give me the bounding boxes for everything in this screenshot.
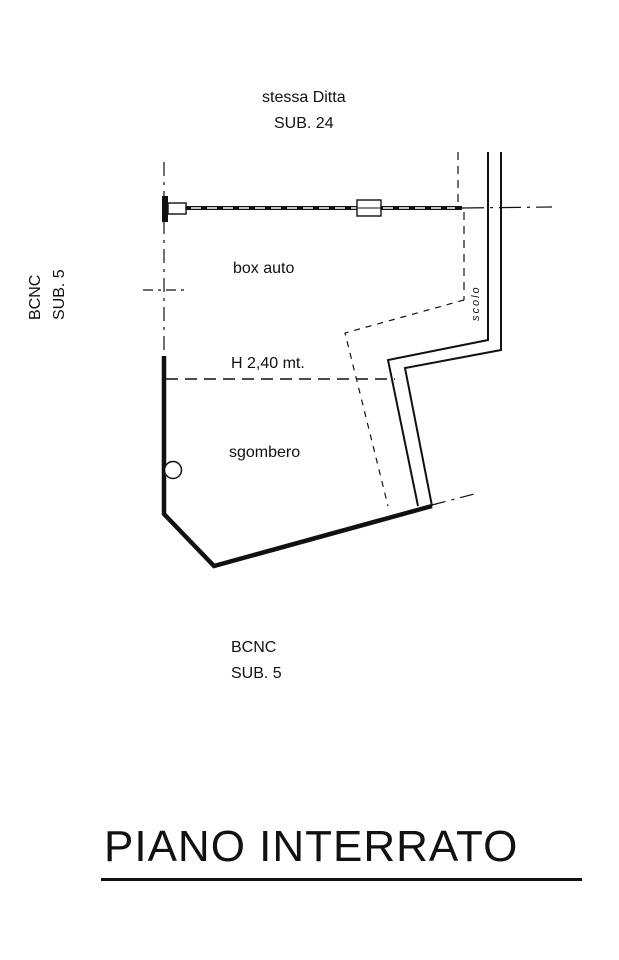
height-label: H 2,40 mt. [231,355,305,372]
bottom-neighbor-line2: SUB. 5 [231,665,282,682]
left-door-symbol [162,196,187,222]
drain-channel [344,152,465,507]
top-window-symbol [356,199,382,217]
top-neighbor-line2: SUB. 24 [274,115,334,132]
left-neighbor-line1: BCNC [27,274,44,320]
drain-label: scolo [470,285,482,321]
lower-walls [161,356,479,569]
column-circle [163,460,183,480]
bottom-neighbor-line1: BCNC [231,639,277,656]
left-axis-line [143,162,186,356]
room-label-sgombero: sgombero [229,444,301,461]
room-label-box-auto: box auto [233,260,295,277]
left-neighbor-line2: SUB. 5 [51,269,68,320]
page-title: PIANO INTERRATO [104,822,519,871]
top-neighbor-line1: stessa Ditta [262,89,346,106]
top-wall [165,206,553,210]
title-underline [101,878,582,881]
right-wall [386,152,502,507]
